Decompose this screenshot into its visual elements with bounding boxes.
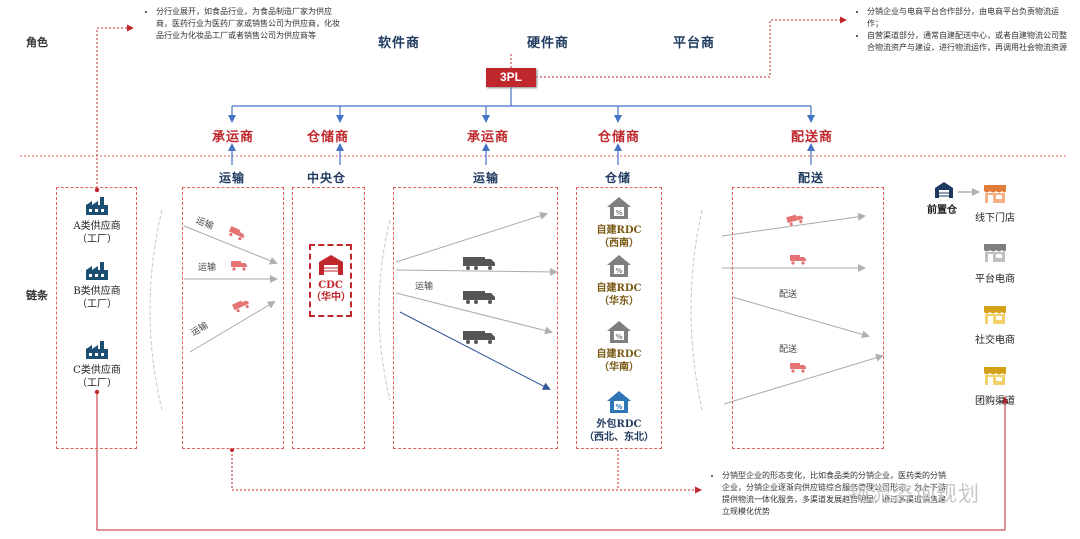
store-icon bbox=[984, 306, 1006, 324]
rdc-column bbox=[576, 187, 662, 449]
role-delivery: 配送商 bbox=[791, 130, 834, 145]
rdc-south: % 自建RDC （华南） bbox=[580, 320, 658, 374]
factory-icon bbox=[86, 197, 108, 215]
rdc-region: （华南） bbox=[599, 362, 639, 373]
stage-delivery: 配送 bbox=[798, 171, 825, 185]
stage-transport-1: 运输 bbox=[219, 171, 246, 185]
role-warehouse-1: 仓储商 bbox=[307, 130, 350, 145]
supplier-c-name: C类供应商 bbox=[73, 365, 121, 376]
factory-icon bbox=[86, 262, 108, 280]
note-bottom: 分销型企业的形态变化，比如食品类的分销企业，医药类的分销企业，分销企业逐渐向供应… bbox=[712, 470, 952, 518]
rdc-outsourced: % 外包RDC （西北、东北） bbox=[578, 390, 660, 444]
role-warehouse-2: 仓储商 bbox=[598, 130, 641, 145]
note-top-right-item: 自营渠道部分，通常自建配送中心，或者自建物流公司整合物流资产与建设，进行物流运作… bbox=[867, 30, 1072, 54]
note-top-right-item: 分销企业与电商平台合作部分，由电商平台负责物流运作； bbox=[867, 6, 1072, 30]
third-party-logistics-node: 3PL bbox=[486, 68, 536, 87]
channel-group-buying: 团购渠道 bbox=[975, 396, 1015, 407]
transport-column-1 bbox=[182, 187, 284, 449]
supplier-a-name: A类供应商 bbox=[73, 221, 121, 232]
transport-label: 运输 bbox=[198, 263, 217, 273]
section-label-roles: 角色 bbox=[26, 36, 48, 49]
supplier-c: C类供应商 （工厂） bbox=[60, 340, 134, 390]
rdc-name: 外包RDC bbox=[596, 419, 642, 430]
watermark: 物流咨询规划 bbox=[848, 482, 980, 506]
supplier-a: A类供应商 （工厂） bbox=[60, 196, 134, 246]
truck-icon bbox=[790, 363, 806, 373]
supplier-b-sub: （工厂） bbox=[77, 299, 117, 310]
channel-platform-ecommerce: 平台电商 bbox=[975, 274, 1015, 285]
front-warehouse-icon bbox=[935, 182, 953, 198]
factory-icon bbox=[86, 341, 108, 359]
rdc-name: 自建RDC bbox=[596, 225, 642, 236]
front-warehouse-label: 前置仓 bbox=[927, 205, 957, 216]
rdc-name: 自建RDC bbox=[596, 349, 642, 360]
role-category-platform: 平台商 bbox=[673, 36, 716, 51]
supplier-b: B类供应商 （工厂） bbox=[60, 261, 134, 311]
stage-central-warehouse: 中央仓 bbox=[307, 171, 347, 185]
section-label-chain: 链条 bbox=[26, 289, 48, 302]
warehouse-icon: % bbox=[607, 255, 631, 277]
note-top-right: 分销企业与电商平台合作部分，由电商平台负责物流运作； 自营渠道部分，通常自建配送… bbox=[857, 6, 1072, 54]
cdc-name: CDC bbox=[318, 280, 343, 291]
warehouse-icon: % bbox=[607, 321, 631, 343]
note-top-left: 分行业展开，如食品行业，为食品制造厂家为供应商，医药行业为医药厂家或销售公司为供… bbox=[146, 6, 346, 42]
note-top-left-text: 分行业展开，如食品行业，为食品制造厂家为供应商，医药行业为医药厂家或销售公司为供… bbox=[156, 6, 346, 42]
delivery-label: 配送 bbox=[779, 345, 798, 355]
truck-icon bbox=[786, 214, 804, 226]
rdc-east: % 自建RDC （华东） bbox=[580, 254, 658, 308]
warehouse-icon bbox=[318, 255, 343, 275]
truck-icon bbox=[790, 255, 806, 265]
transport-column-2 bbox=[393, 187, 558, 449]
supplier-c-sub: （工厂） bbox=[77, 378, 117, 389]
note-bottom-text: 分销型企业的形态变化，比如食品类的分销企业，医药类的分销企业，分销企业逐渐向供应… bbox=[722, 470, 952, 518]
supplier-a-sub: （工厂） bbox=[77, 234, 117, 245]
store-icon bbox=[984, 367, 1006, 385]
role-carrier-1: 承运商 bbox=[212, 130, 255, 145]
rdc-name: 自建RDC bbox=[596, 283, 642, 294]
store-icon bbox=[984, 244, 1006, 262]
warehouse-icon: % bbox=[607, 391, 631, 413]
delivery-column bbox=[732, 187, 884, 449]
supplier-column bbox=[56, 187, 137, 449]
svg-text:%: % bbox=[615, 403, 622, 411]
stage-storage: 仓储 bbox=[605, 171, 632, 185]
svg-text:%: % bbox=[615, 333, 622, 341]
stage-transport-2: 运输 bbox=[473, 171, 500, 185]
transport-label: 运输 bbox=[415, 282, 434, 292]
role-category-software: 软件商 bbox=[378, 36, 421, 51]
role-carrier-2: 承运商 bbox=[467, 130, 510, 145]
rdc-region: （华东） bbox=[599, 296, 639, 307]
delivery-label: 配送 bbox=[779, 290, 798, 300]
truck-icon bbox=[463, 331, 495, 344]
central-warehouse-column bbox=[292, 187, 365, 449]
channel-offline-store: 线下门店 bbox=[975, 213, 1015, 224]
svg-text:%: % bbox=[615, 267, 622, 275]
rdc-region: （西北、东北） bbox=[584, 432, 654, 443]
truck-icon bbox=[228, 226, 245, 240]
channel-social-ecommerce: 社交电商 bbox=[975, 335, 1015, 346]
warehouse-icon: % bbox=[607, 197, 631, 219]
truck-icon bbox=[231, 261, 247, 271]
truck-icon bbox=[463, 291, 495, 304]
cdc-box: CDC （华中） bbox=[309, 244, 352, 317]
truck-icon bbox=[232, 300, 250, 312]
store-icon bbox=[984, 185, 1006, 203]
truck-icon bbox=[463, 257, 495, 270]
role-category-hardware: 硬件商 bbox=[527, 36, 570, 51]
supplier-b-name: B类供应商 bbox=[73, 286, 121, 297]
svg-text:%: % bbox=[615, 209, 622, 217]
rdc-southwest: % 自建RDC （西南） bbox=[580, 196, 658, 250]
cdc-region: （华中） bbox=[311, 292, 351, 303]
rdc-region: （西南） bbox=[599, 238, 639, 249]
